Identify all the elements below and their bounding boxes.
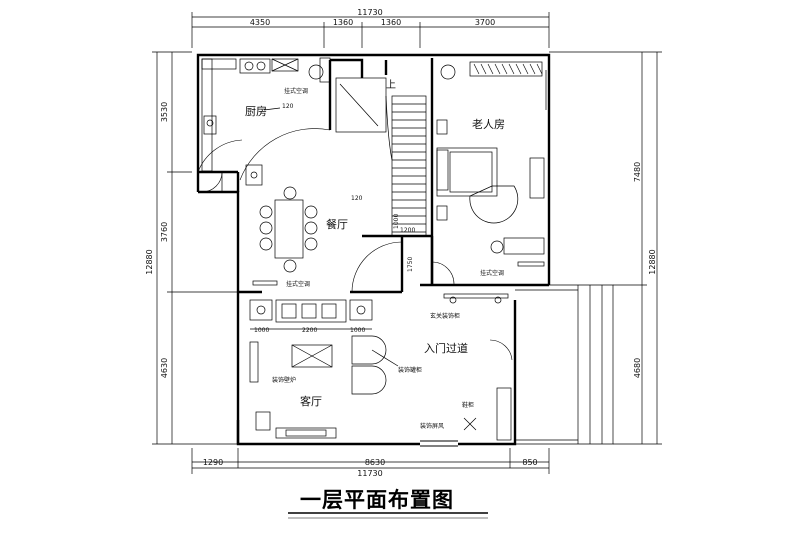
living-room: 1000 2200 1000 入门过道 客厅 玄关装饰柜 装饰壁炉 装饰罐柜 鞋… <box>249 293 513 441</box>
plan-title: 一层平面布置图 <box>300 488 454 512</box>
stairs: 上 <box>335 77 427 237</box>
left-dim-1: 3530 <box>160 102 169 122</box>
dim-1000-right: 1000 <box>350 327 365 334</box>
dim-120-dining: 120 <box>351 195 363 202</box>
dining-label: 餐厅 <box>326 217 348 231</box>
exterior-walls <box>196 53 614 447</box>
elder-room: 老人房 挂式空调 <box>431 61 547 285</box>
entry-passage-label: 入门过道 <box>424 341 468 355</box>
dim-1200: 1200 <box>400 227 415 234</box>
left-dim-4: 4630 <box>160 358 169 378</box>
dim-2200: 2200 <box>302 327 317 334</box>
dim-1750: 1750 <box>407 257 414 272</box>
bedroom-ac-label: 挂式空调 <box>480 269 504 277</box>
left-dim-2: 3760 <box>160 222 169 242</box>
shoe-cabinet-label: 鞋柜 <box>462 401 474 409</box>
fireplace-label: 装饰壁炉 <box>272 376 296 384</box>
top-dimensions: 11730 4350 1360 1360 3700 <box>191 8 550 48</box>
elder-room-label: 老人房 <box>472 118 505 131</box>
bottom-total-dim: 11730 <box>357 469 382 478</box>
right-dim-1: 7480 <box>633 162 642 182</box>
drawing-title: 一层平面布置图 <box>288 488 488 519</box>
right-dimensions: 7480 12880 4680 <box>549 51 662 445</box>
screen-label: 装饰屏风 <box>420 422 444 430</box>
dining-ac-label: 挂式空调 <box>286 280 310 288</box>
stairs-up-label: 上 <box>386 79 396 91</box>
top-dim-3: 1360 <box>381 18 401 27</box>
dim-1000-stair: 1000 <box>393 214 400 229</box>
deco-cabinet-label: 装饰罐柜 <box>398 366 422 374</box>
bottom-dim-2: 8630 <box>365 458 385 467</box>
bottom-dimensions: 1290 8630 850 11730 <box>191 448 550 478</box>
top-dim-1: 4350 <box>250 18 270 27</box>
dim-120-kitchen: 120 <box>282 103 294 110</box>
left-dim-3: 12880 <box>145 249 154 274</box>
kitchen: 厨房 挂式空调 120 <box>197 57 331 193</box>
kitchen-label: 厨房 <box>245 105 267 118</box>
bottom-dim-3: 850 <box>522 458 537 467</box>
living-label: 客厅 <box>300 394 322 408</box>
dining: 餐厅 挂式空调 120 1000 1200 1750 <box>239 128 415 293</box>
top-dim-4: 3700 <box>475 18 495 27</box>
kitchen-ac-label: 挂式空调 <box>284 87 308 95</box>
entry-cabinet-label: 玄关装饰柜 <box>430 312 460 320</box>
top-total-dim: 11730 <box>357 8 382 17</box>
left-dimensions: 3530 3760 12880 4630 <box>145 51 238 445</box>
right-dim-3: 4680 <box>633 358 642 378</box>
bottom-dim-1: 1290 <box>203 458 223 467</box>
top-dim-2: 1360 <box>333 18 353 27</box>
right-dim-2: 12880 <box>648 249 657 274</box>
dim-1000-left: 1000 <box>254 327 269 334</box>
